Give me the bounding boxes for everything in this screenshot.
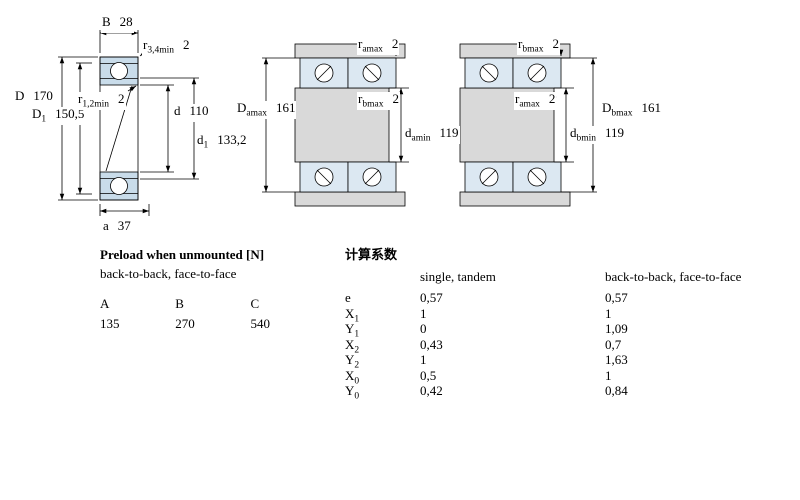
factors-title: 计算系数: [345, 247, 398, 262]
preload-subtitle: back-to-back, face-to-face: [100, 266, 237, 281]
factor-value-single-tandem: 0: [420, 321, 427, 336]
factor-symbol: X0: [345, 367, 360, 387]
mounting-arrangement-2: [459, 43, 571, 207]
factors-col-back-to-back: back-to-back, face-to-face: [605, 269, 742, 284]
preload-column-headers: A B C: [100, 296, 323, 312]
factors-header-spacer: [345, 269, 420, 285]
preload-value-b: 270: [175, 316, 195, 331]
factor-row-X2: X2 0,43 0,7: [345, 336, 741, 356]
factor-value-single-tandem: 0,43: [420, 336, 443, 352]
factor-value-back-to-back: 1: [605, 305, 612, 321]
factor-value-back-to-back: 0,84: [605, 383, 628, 398]
factors-column-headers: single, tandem back-to-back, face-to-fac…: [345, 269, 741, 285]
factor-value-single-tandem: 0,5: [420, 367, 437, 383]
factor-value-single-tandem: 0,57: [420, 290, 443, 305]
factor-symbol: Y1: [345, 321, 360, 340]
factor-value-single-tandem: 1: [420, 352, 427, 367]
preload-col-c: C: [250, 296, 260, 311]
factor-value-back-to-back: 0,7: [605, 336, 622, 352]
factor-value-back-to-back: 0,57: [605, 290, 628, 305]
preload-title: Preload when unmounted [N]: [100, 247, 265, 262]
factor-value-back-to-back: 1,63: [605, 352, 628, 367]
bearing-cross-section: [99, 56, 139, 201]
factor-symbol: X1: [345, 305, 360, 325]
preload-col-a: A: [100, 296, 110, 311]
factor-symbol: X2: [345, 336, 360, 356]
factor-row-Y1: Y1 0 1,09: [345, 321, 741, 340]
preload-value-a: 135: [100, 316, 120, 331]
factor-symbol: Y2: [345, 352, 360, 371]
calculation-factors-table: 计算系数 single, tandem back-to-back, face-t…: [345, 247, 741, 402]
factor-value-back-to-back: 1,09: [605, 321, 628, 336]
factor-row-Y2: Y2 1 1,63: [345, 352, 741, 371]
mounting-arrangement-1: [294, 43, 406, 207]
factor-value-back-to-back: 1: [605, 367, 612, 383]
factors-col-single-tandem: single, tandem: [420, 269, 496, 284]
factor-row-X1: X1 1 1: [345, 305, 741, 325]
factor-symbol: Y0: [345, 383, 360, 402]
technical-drawing: [58, 30, 597, 216]
factor-value-single-tandem: 0,42: [420, 383, 443, 398]
preload-col-b: B: [175, 296, 184, 311]
preload-value-c: 540: [250, 316, 271, 331]
factors-rows: e 0,57 0,57 X1 1 1 Y1 0 1,09 X2 0,43 0,7…: [345, 290, 741, 402]
factor-row-X0: X0 0,5 1: [345, 367, 741, 387]
preload-table: Preload when unmounted [N] back-to-back,…: [100, 247, 323, 332]
preload-values: 135 270 540: [100, 316, 323, 332]
factor-symbol: e: [345, 290, 351, 305]
factor-value-single-tandem: 1: [420, 305, 427, 321]
factor-row-Y0: Y0 0,42 0,84: [345, 383, 741, 402]
factor-row-e: e 0,57 0,57: [345, 290, 741, 306]
